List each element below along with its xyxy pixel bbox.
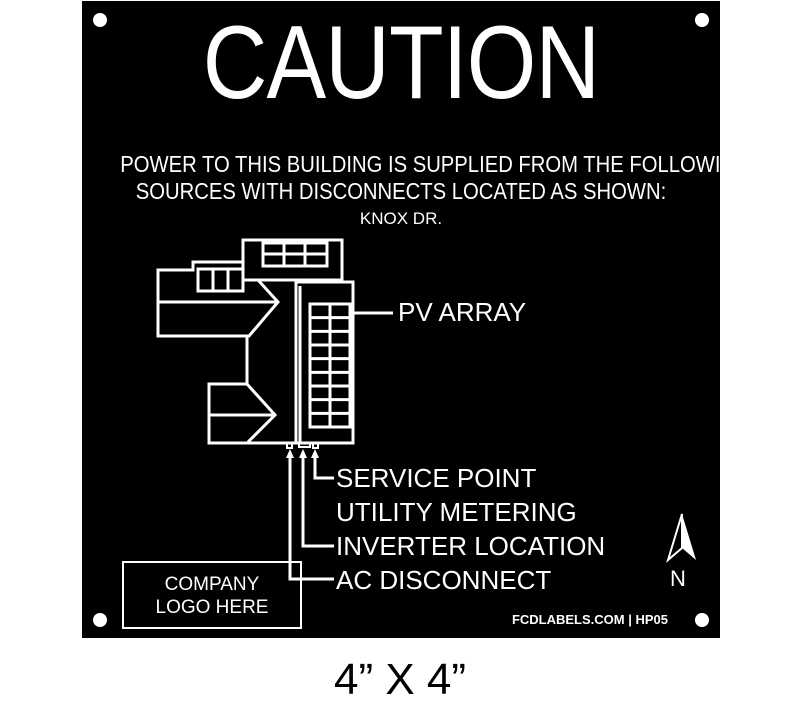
inverter-leader [301, 456, 334, 548]
equipment-boxes [286, 442, 319, 449]
utility-metering-label: UTILITY METERING [336, 497, 577, 527]
mounting-hole [93, 13, 107, 27]
north-label: N [670, 566, 686, 591]
notice-line-1: POWER TO THIS BUILDING IS SUPPLIED FROM … [120, 151, 751, 177]
service-point-leader [313, 456, 334, 480]
ac-disconnect-leader [288, 456, 334, 581]
roof-panels [196, 241, 329, 293]
size-label: 4” X 4” [333, 655, 467, 704]
arrow-icon [286, 449, 294, 458]
inverter-location-label: INVERTER LOCATION [336, 531, 606, 561]
caution-sign: CAUTION POWER TO THIS BUILDING IS SUPPLI… [82, 1, 751, 638]
logo-line-1: COMPANY [164, 574, 260, 595]
mounting-hole [695, 613, 709, 627]
street-name: KNOX DR. [359, 209, 443, 228]
caution-title: CAUTION [202, 5, 600, 121]
notice-line-2: SOURCES WITH DISCONNECTS LOCATED AS SHOW… [135, 178, 667, 204]
company-logo-placeholder: COMPANY LOGO HERE [122, 561, 302, 629]
arrow-icon [311, 449, 319, 458]
ac-disconnect-label: AC DISCONNECT [336, 565, 552, 595]
mounting-hole [93, 613, 107, 627]
pv-array-grid [308, 302, 352, 429]
north-arrow-icon [666, 513, 696, 563]
logo-line-2: LOGO HERE [155, 597, 269, 618]
arrow-icon [299, 449, 307, 458]
service-point-label: SERVICE POINT [336, 463, 537, 493]
pv-array-label: PV ARRAY [398, 297, 527, 327]
mounting-hole [695, 13, 709, 27]
footer-text: FCDLABELS.COM | HP05 [511, 612, 668, 627]
building-outline [156, 238, 355, 445]
